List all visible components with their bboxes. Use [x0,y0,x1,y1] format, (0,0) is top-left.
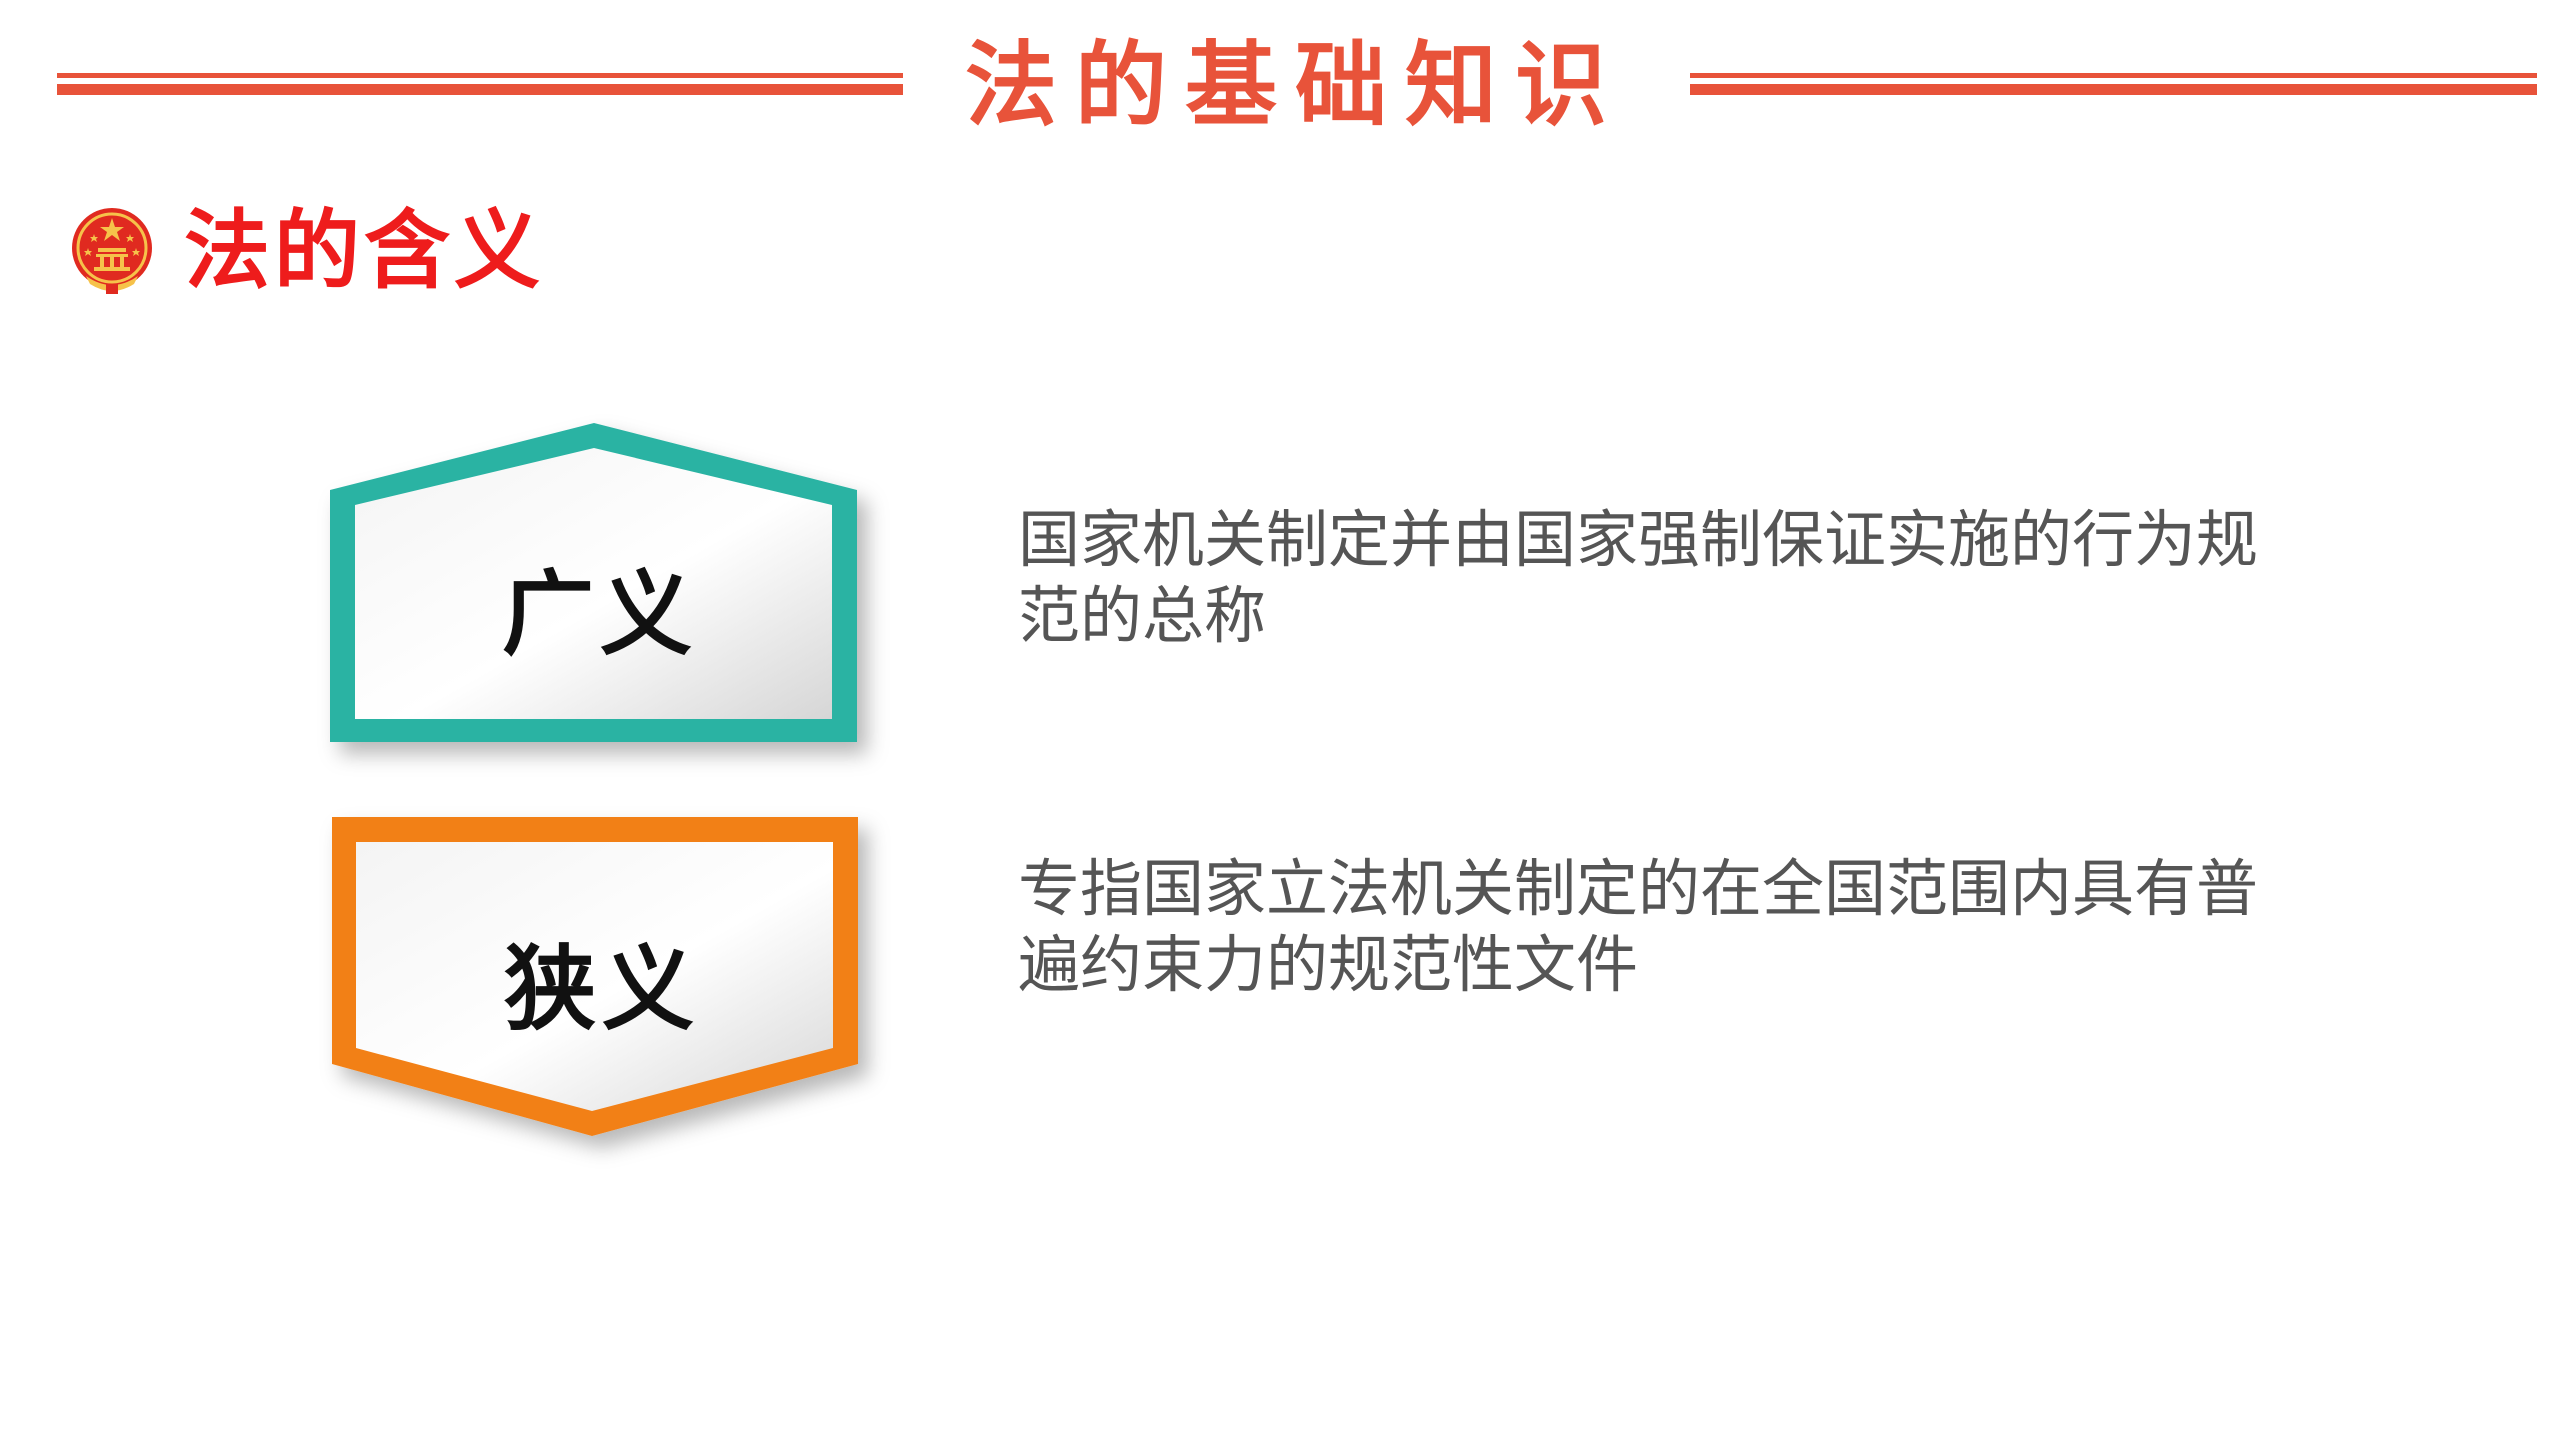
national-emblem-icon [66,204,158,296]
narrow-term-card: 狭义 [322,812,882,1152]
section-title: 法的含义 [184,201,544,301]
header-rule-right [1690,73,2537,95]
header-rule-left [57,73,903,95]
narrow-definition-text: 专指国家立法机关制定的在全国范围内具有普遍约束力的规范性文件 [1018,852,2259,1001]
narrow-term-label: 狭义 [503,936,700,1043]
broad-term-label: 广义 [501,561,698,668]
broad-definition-text: 国家机关制定并由国家强制保证实施的行为规范的总称 [1018,503,2259,652]
broad-term-card: 广义 [320,415,880,755]
page-title: 法的基础知识 [964,32,1625,139]
